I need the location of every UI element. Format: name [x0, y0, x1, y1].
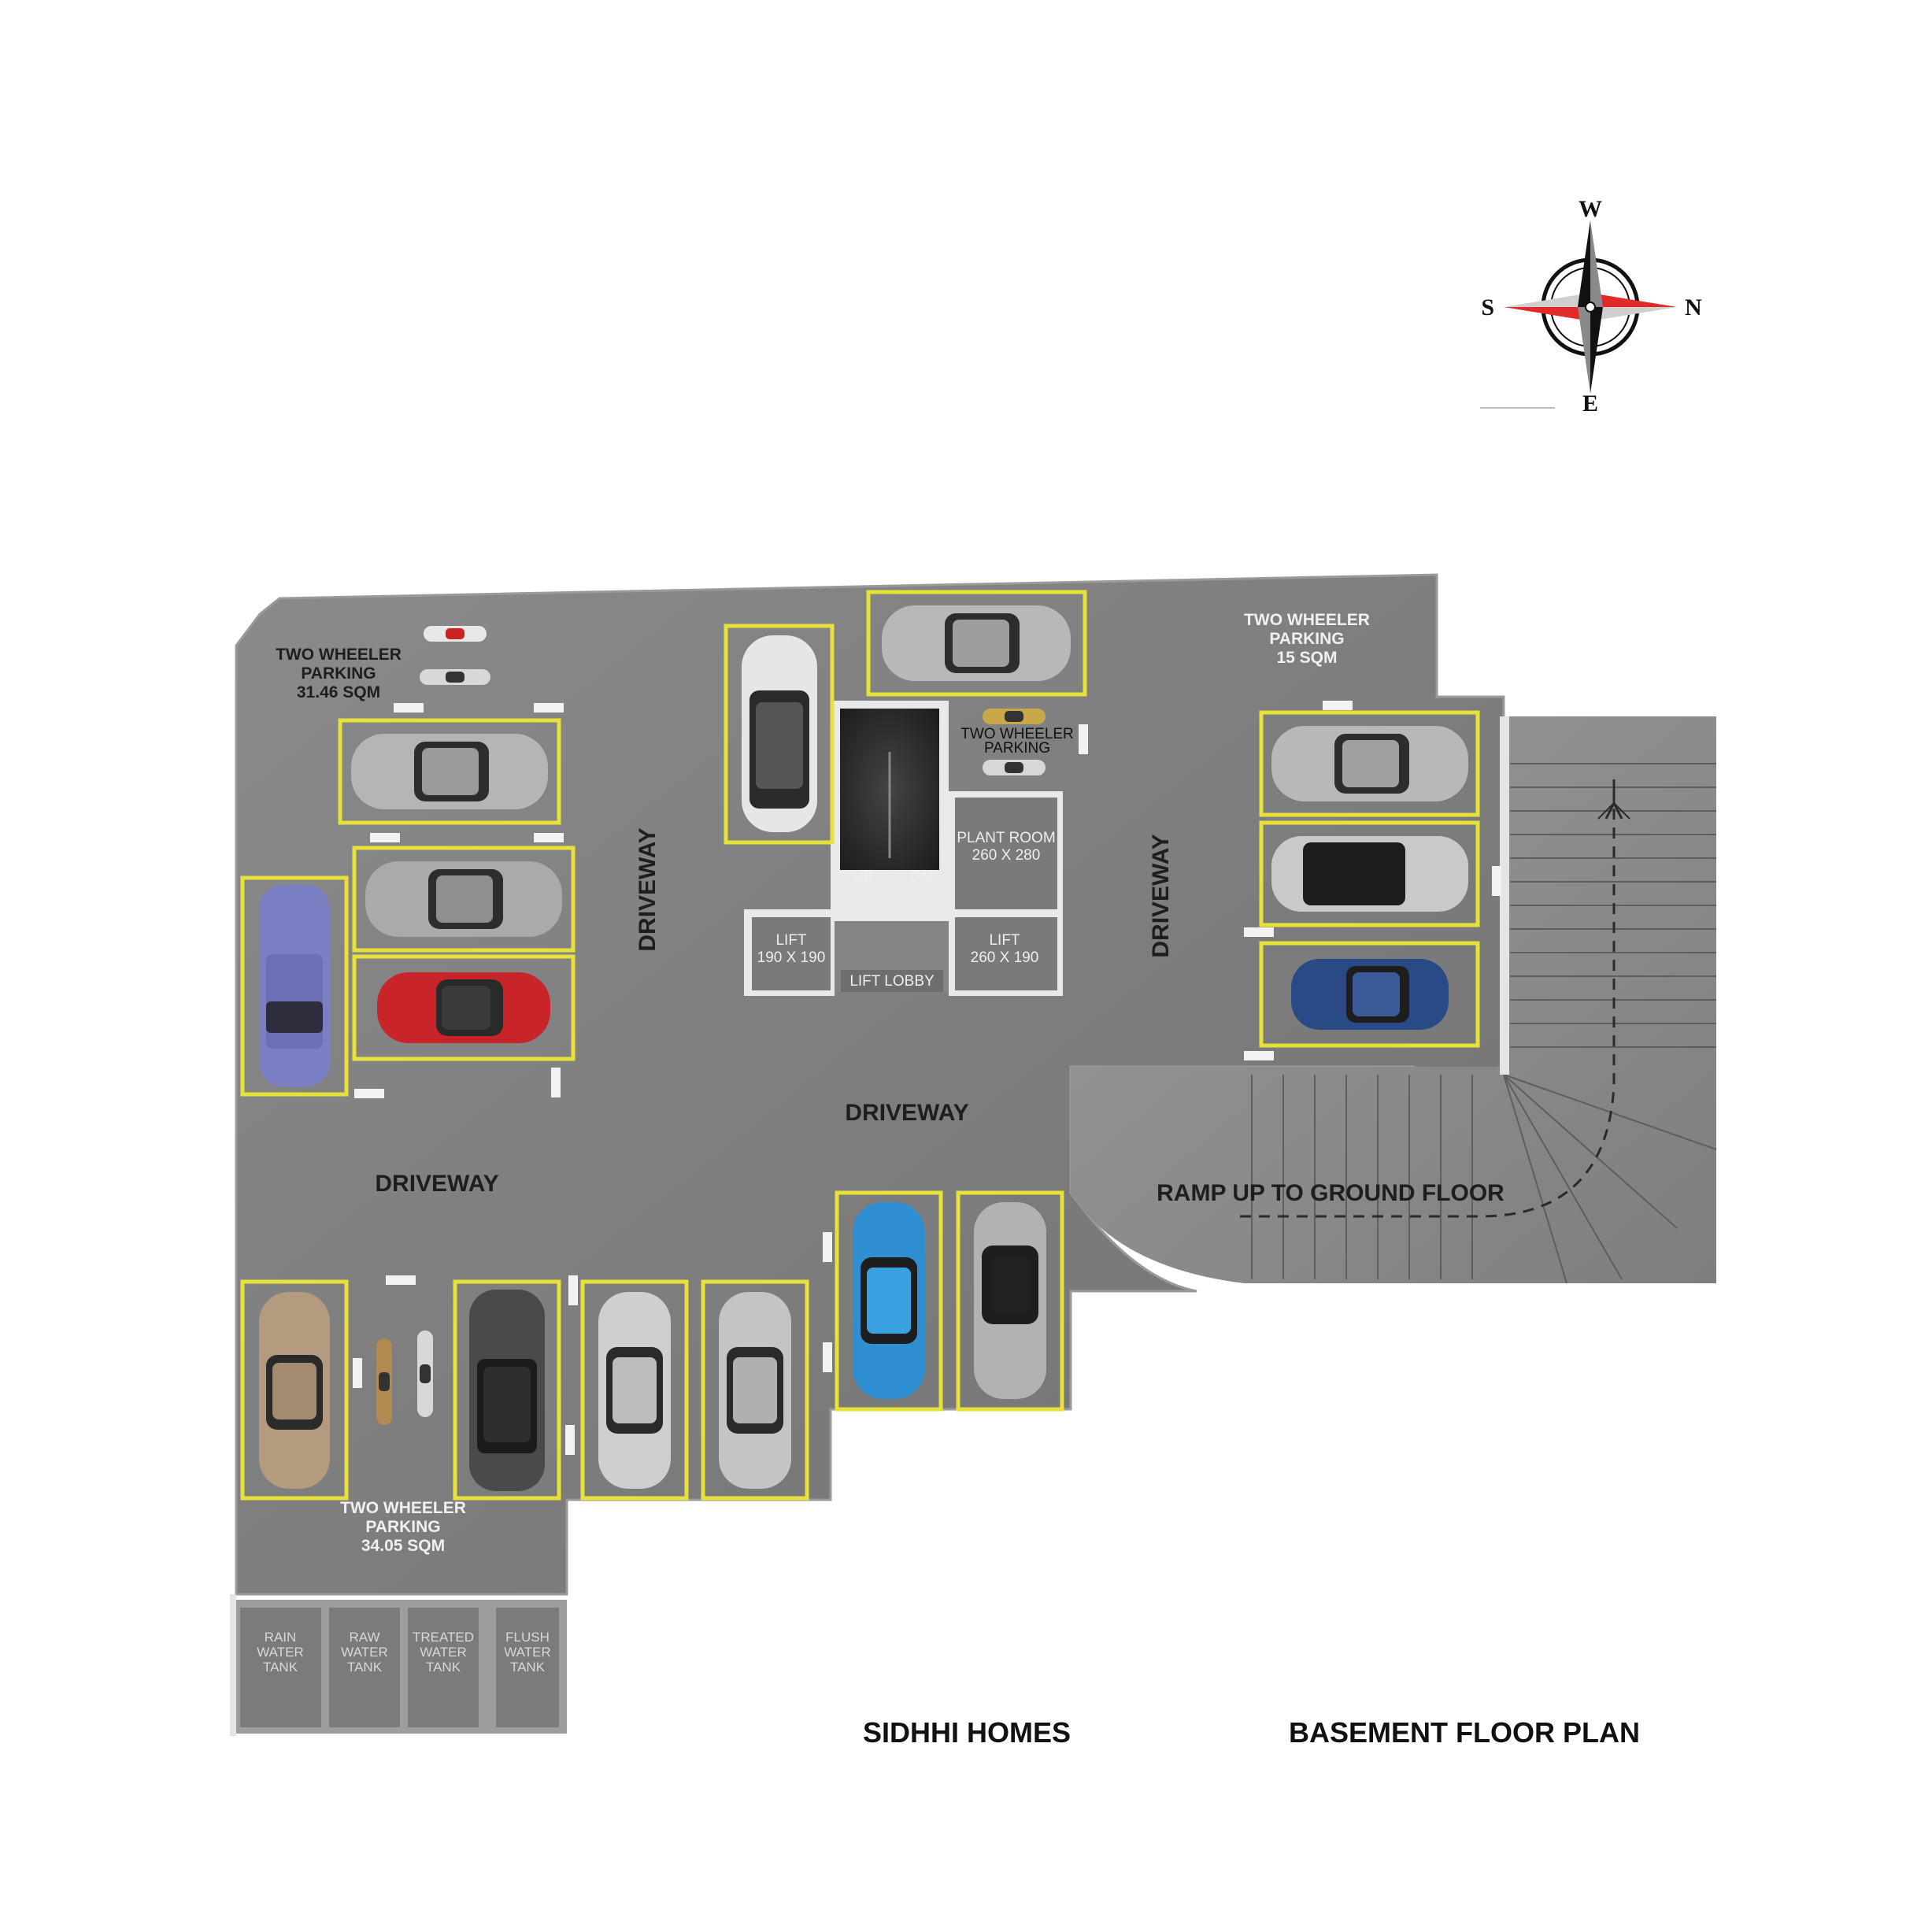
building-core: UP DN PLANT ROOM 260 X 280 LIFT 190 X 19… — [744, 701, 1063, 996]
svg-text:31.46 SQM: 31.46 SQM — [297, 683, 380, 701]
two-wheelers — [376, 626, 1046, 1425]
tank-strip: RAIN WATER TANK RAW WATER TANK TREATED W… — [240, 1608, 559, 1727]
compass: W E S N — [1480, 196, 1702, 416]
svg-text:34.05 SQM: 34.05 SQM — [361, 1537, 445, 1555]
driveway-label-left: DRIVEWAY — [635, 827, 661, 951]
lift-right-label-1: LIFT — [989, 932, 1020, 949]
car-1 — [351, 734, 548, 809]
car-13 — [719, 1292, 791, 1489]
dn-label: DN — [910, 869, 931, 886]
svg-text:TREATED: TREATED — [413, 1630, 474, 1645]
brand-name: SIDHHI HOMES — [863, 1716, 1071, 1749]
svg-text:TANK: TANK — [510, 1660, 546, 1675]
lift-left-label-2: 190 X 190 — [757, 949, 826, 966]
two-wheeler-center-label: TWO WHEELER PARKING — [960, 726, 1074, 757]
compass-east: E — [1582, 390, 1598, 416]
lift-lobby-label: LIFT LOBBY — [849, 973, 935, 990]
tank-rain: RAIN WATER TANK — [257, 1630, 304, 1675]
driveway-label-center: DRIVEWAY — [845, 1100, 968, 1126]
car-9 — [1291, 959, 1449, 1030]
tank-flush: FLUSH WATER TANK — [504, 1630, 551, 1675]
svg-text:WATER: WATER — [341, 1645, 388, 1660]
plant-room-label-2: 260 X 280 — [972, 847, 1041, 864]
svg-text:WATER: WATER — [504, 1645, 551, 1660]
compass-west: W — [1579, 196, 1602, 222]
svg-text:TANK: TANK — [426, 1660, 461, 1675]
compass-north: N — [1685, 294, 1702, 320]
svg-text:PARKING: PARKING — [984, 740, 1050, 757]
two-wheeler-right-label: TWO WHEELER PARKING 15 SQM — [1244, 611, 1370, 667]
car-2 — [365, 861, 562, 937]
car-12 — [598, 1292, 671, 1489]
ramp — [1071, 716, 1717, 1284]
svg-text:15 SQM: 15 SQM — [1276, 649, 1337, 667]
car-15 — [974, 1202, 1046, 1399]
ramp-label: RAMP UP TO GROUND FLOOR — [1157, 1180, 1505, 1206]
up-label: UP — [853, 869, 874, 886]
plan-title: BASEMENT FLOOR PLAN — [1289, 1716, 1640, 1749]
car-5 — [742, 635, 817, 832]
svg-text:RAIN: RAIN — [265, 1630, 297, 1645]
svg-text:TWO WHEELER: TWO WHEELER — [340, 1499, 466, 1517]
compass-south: S — [1481, 294, 1494, 320]
two-wheeler-left-label: TWO WHEELER PARKING 31.46 SQM — [276, 646, 402, 701]
svg-text:WATER: WATER — [420, 1645, 467, 1660]
svg-text:PARKING: PARKING — [301, 664, 376, 683]
tank-raw: RAW WATER TANK — [341, 1630, 388, 1675]
lift-right-label-2: 260 X 190 — [971, 949, 1039, 966]
car-6 — [882, 605, 1071, 681]
driveway-label-lower: DRIVEWAY — [375, 1171, 498, 1197]
car-10 — [259, 1292, 330, 1489]
svg-text:WATER: WATER — [257, 1645, 304, 1660]
parking-bays — [240, 590, 1480, 1501]
svg-text:FLUSH: FLUSH — [505, 1630, 550, 1645]
svg-text:TANK: TANK — [263, 1660, 298, 1675]
svg-text:TWO WHEELER: TWO WHEELER — [1244, 611, 1370, 629]
car-11 — [469, 1290, 545, 1491]
car-3 — [377, 972, 550, 1043]
car-4 — [259, 885, 330, 1086]
svg-text:PARKING: PARKING — [1269, 630, 1344, 648]
car-8 — [1271, 836, 1468, 912]
svg-text:RAW: RAW — [349, 1630, 379, 1645]
svg-text:TWO WHEELER: TWO WHEELER — [276, 646, 402, 664]
svg-text:PARKING: PARKING — [365, 1518, 440, 1536]
two-wheeler-bottom-label: TWO WHEELER PARKING 34.05 SQM — [340, 1499, 466, 1555]
tank-treated: TREATED WATER TANK — [413, 1630, 474, 1675]
wall-stubs — [353, 701, 1501, 1455]
driveway-label-right: DRIVEWAY — [1148, 834, 1174, 957]
svg-text:TWO WHEELER: TWO WHEELER — [960, 726, 1074, 742]
car-14 — [853, 1202, 925, 1399]
car-7 — [1271, 726, 1468, 801]
lift-left-label-1: LIFT — [775, 932, 806, 949]
svg-text:TANK: TANK — [347, 1660, 383, 1675]
plant-room-label-1: PLANT ROOM — [957, 830, 1055, 846]
